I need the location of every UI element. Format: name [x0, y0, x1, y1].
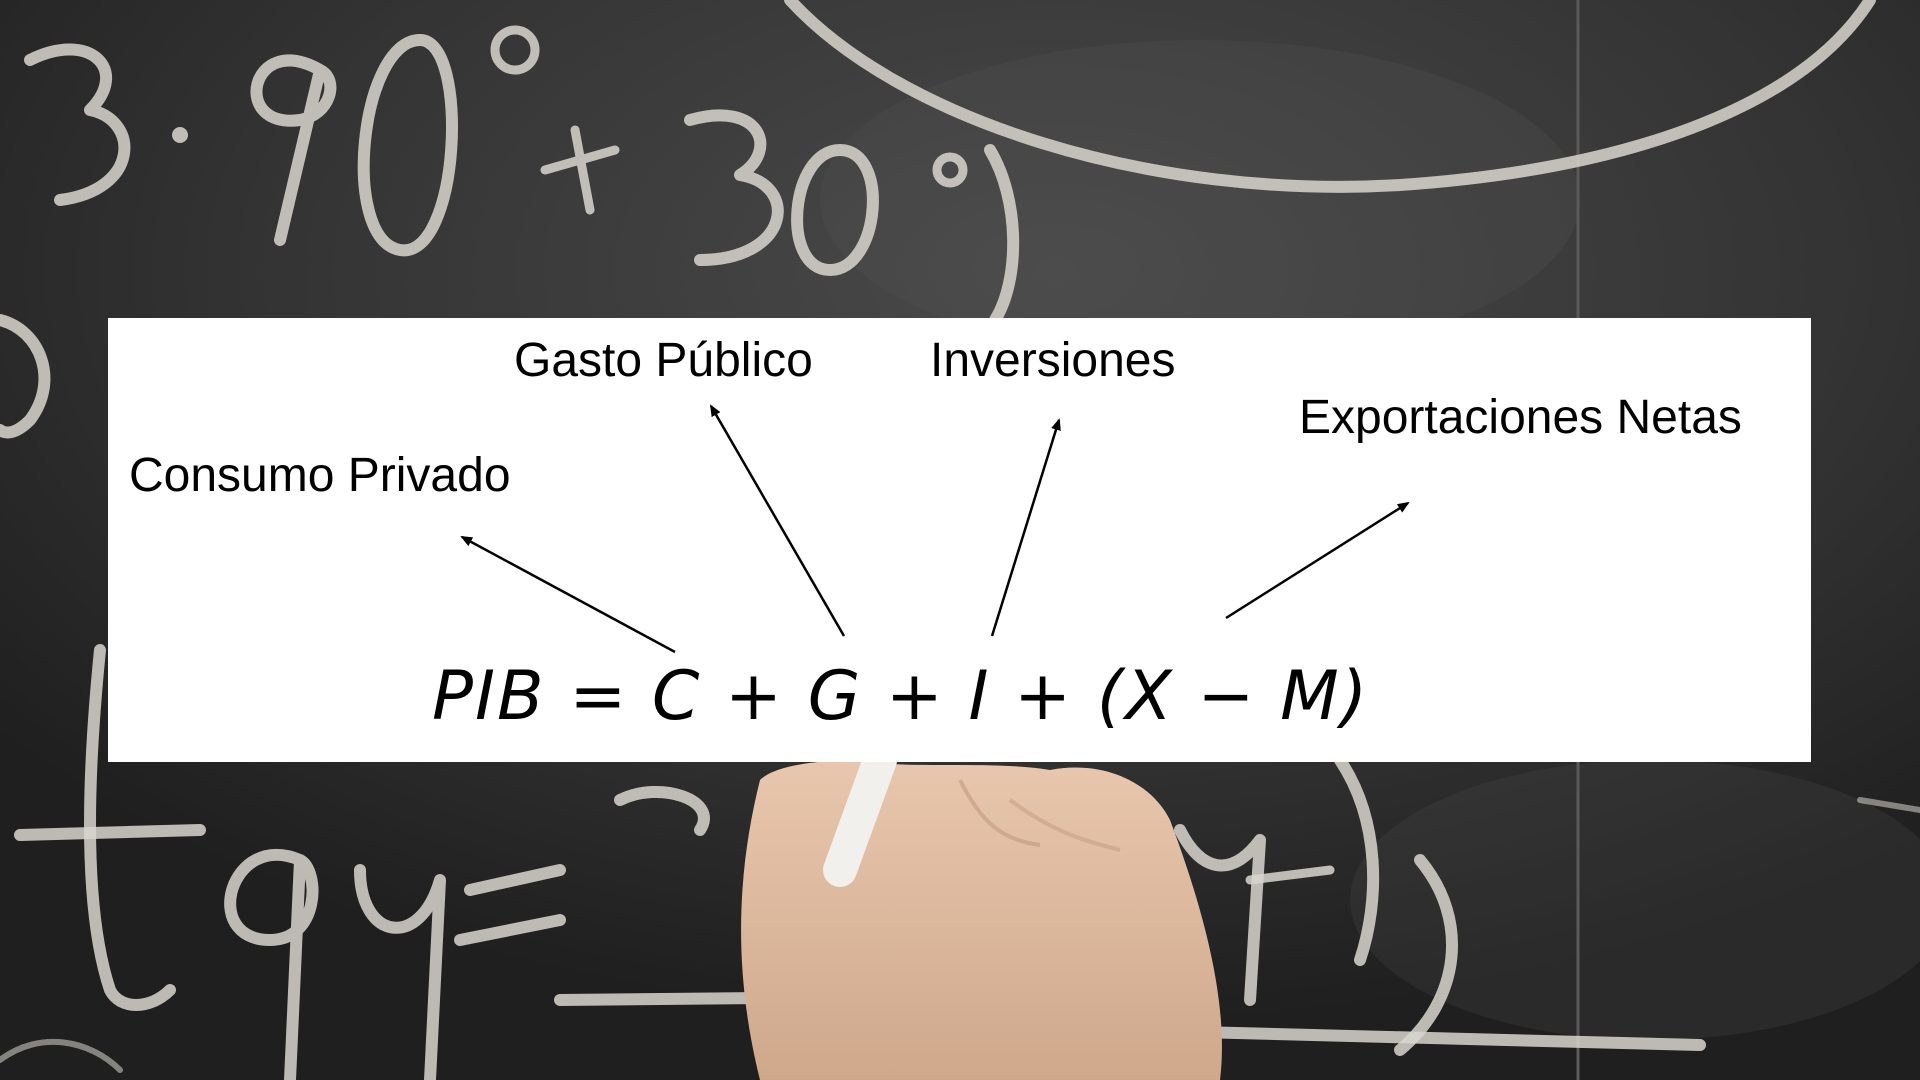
label-exportaciones-netas: Exportaciones Netas	[1299, 391, 1742, 444]
arrow-to-inversiones	[990, 418, 1061, 637]
chalk-formula-top	[24, 25, 1020, 326]
chalk-fragment-left	[0, 314, 51, 439]
chalk-circle-arc	[784, 0, 1876, 193]
label-consumo-privado: Consumo Privado	[129, 449, 511, 502]
arrow-to-consumo	[460, 535, 676, 654]
chalk-smudge	[820, 40, 1580, 360]
chalk-smudge	[1350, 760, 1920, 1040]
arrow-to-exportaciones	[1225, 501, 1410, 620]
gdp-equation: PIB = C + G + I + (X − M)	[432, 657, 1370, 736]
equation-panel: Consumo Privado Gasto Público Inversione…	[108, 318, 1811, 762]
hand-with-chalk	[741, 743, 1222, 1080]
arrow-to-gasto	[709, 404, 846, 637]
label-gasto-publico: Gasto Público	[514, 334, 813, 387]
label-inversiones: Inversiones	[930, 334, 1176, 387]
arrows-layer	[460, 404, 1410, 654]
